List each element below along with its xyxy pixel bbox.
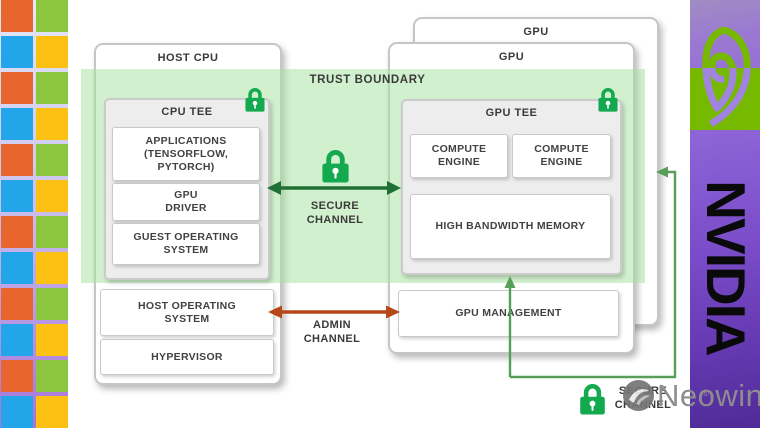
cpu-tee-lock-icon (245, 88, 265, 112)
compute-engine-box-1: COMPUTE ENGINE (410, 134, 508, 178)
gpu-outer-title: GPU (523, 26, 549, 38)
secure-channel-lock-icon (322, 150, 349, 183)
decor-tile (36, 0, 68, 32)
trust-boundary-label: TRUST BOUNDARY (309, 74, 426, 86)
secure-channel-bottom-lock-icon (580, 384, 605, 415)
decor-tile (36, 288, 68, 320)
gpu-inner-title: GPU (498, 51, 525, 63)
gpu-management-box: GPU MANAGEMENT (398, 290, 619, 337)
decor-tile (1, 216, 33, 248)
decor-tile-strip (0, 0, 68, 428)
decor-tile (1, 396, 33, 428)
decor-tile (36, 72, 68, 104)
decor-tile (36, 36, 68, 68)
gpu-tee-lock-icon (598, 88, 618, 112)
host-cpu-title: HOST CPU (157, 52, 219, 64)
compute-engine-box-2: COMPUTE ENGINE (512, 134, 611, 178)
high-bandwidth-memory-box: HIGH BANDWIDTH MEMORY (410, 194, 611, 259)
gpu-driver-box: GPU DRIVER (112, 183, 260, 221)
neowin-watermark: Neowin ® (622, 379, 760, 413)
decor-tile (1, 72, 33, 104)
applications-box: APPLICATIONS (TENSORFLOW, PYTORCH) (112, 127, 260, 181)
decor-tile (1, 0, 33, 32)
gpu-tee-title: GPU TEE (485, 107, 538, 119)
nvidia-wordmark: NVIDIA (695, 180, 757, 355)
decor-tile (36, 396, 68, 428)
decor-tile (36, 360, 68, 392)
host-os-box: HOST OPERATING SYSTEM (100, 289, 274, 336)
decor-tile (36, 180, 68, 212)
nvidia-brand-bar: NVIDIA (690, 0, 760, 428)
decor-tile (1, 252, 33, 284)
decor-tile (1, 324, 33, 356)
decor-tile (1, 36, 33, 68)
decor-tile (1, 288, 33, 320)
cpu-tee-title: CPU TEE (161, 106, 213, 118)
admin-channel-label: ADMIN CHANNEL (303, 319, 361, 345)
hypervisor-box: HYPERVISOR (100, 339, 274, 375)
nvidia-eye-logo-icon (702, 26, 751, 128)
decor-tile (1, 108, 33, 140)
neowin-watermark-text: Neowin (657, 378, 760, 413)
decor-tile (36, 324, 68, 356)
neowin-logo-icon (623, 380, 654, 411)
decor-tile (36, 144, 68, 176)
secure-channel-label: SECURE CHANNEL (306, 200, 364, 226)
decor-tile (1, 180, 33, 212)
decor-tile (1, 144, 33, 176)
registered-mark: ® (702, 388, 709, 399)
decor-tile (36, 108, 68, 140)
decor-tile (1, 360, 33, 392)
guest-os-box: GUEST OPERATING SYSTEM (112, 223, 260, 265)
decor-tile (36, 252, 68, 284)
decor-tile (36, 216, 68, 248)
